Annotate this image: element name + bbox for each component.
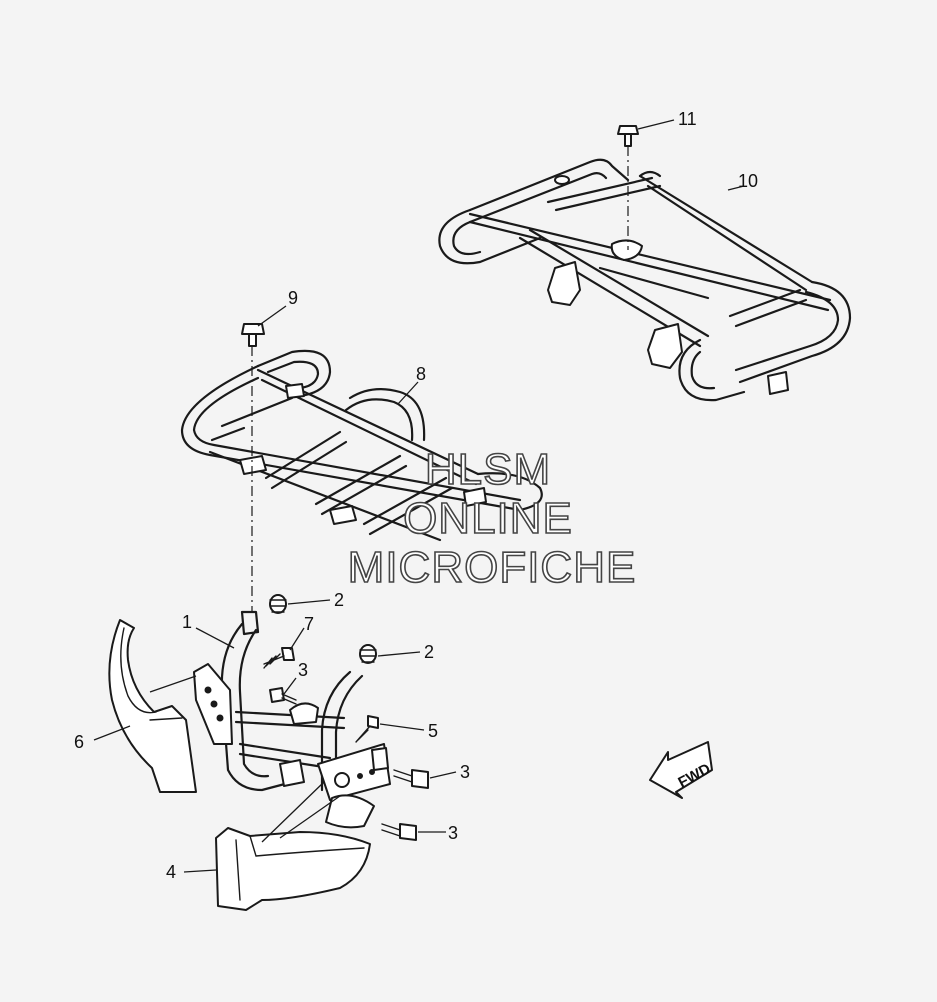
rear-carrier [438, 158, 852, 402]
callout-6: 6 [74, 732, 84, 752]
callout-8: 8 [416, 364, 426, 384]
watermark: HLSM ONLINE MICROFICHE [347, 444, 637, 593]
plug-2-right [359, 644, 377, 664]
bolt-3-lower [381, 823, 417, 841]
screw-5 [355, 715, 379, 743]
callout-3-middle: 3 [460, 762, 470, 782]
forward-direction-arrow: FWD [649, 741, 714, 799]
callout-2-right: 2 [424, 642, 434, 662]
screw-7 [263, 647, 295, 669]
bumper-side-4 [215, 781, 371, 911]
bolt-3-upper [269, 687, 297, 705]
front-carrier [180, 349, 543, 542]
plug-2-left [269, 594, 287, 614]
callout-11: 11 [678, 109, 697, 129]
callout-7: 7 [304, 614, 314, 634]
callout-4: 4 [166, 862, 176, 882]
callout-2-left: 2 [334, 590, 344, 610]
callout-numbers: 11 10 9 8 1 2 2 7 3 5 3 3 6 4 [74, 109, 758, 882]
leader-lines [93, 119, 745, 873]
callout-3-upper: 3 [298, 660, 308, 680]
callout-3-lower: 3 [448, 823, 458, 843]
bumper-side-6 [108, 619, 197, 793]
watermark-line-3: MICROFICHE [348, 543, 637, 592]
callout-1: 1 [182, 612, 192, 632]
watermark-line-2: ONLINE [403, 494, 573, 543]
callout-5: 5 [428, 721, 438, 741]
front-guard [193, 610, 391, 829]
bolt-11 [617, 125, 639, 250]
callout-9: 9 [288, 288, 298, 308]
watermark-line-1: HLSM [425, 445, 551, 494]
bolt-3-middle [393, 769, 429, 789]
bolt-9 [241, 323, 265, 612]
callout-10: 10 [738, 171, 758, 191]
